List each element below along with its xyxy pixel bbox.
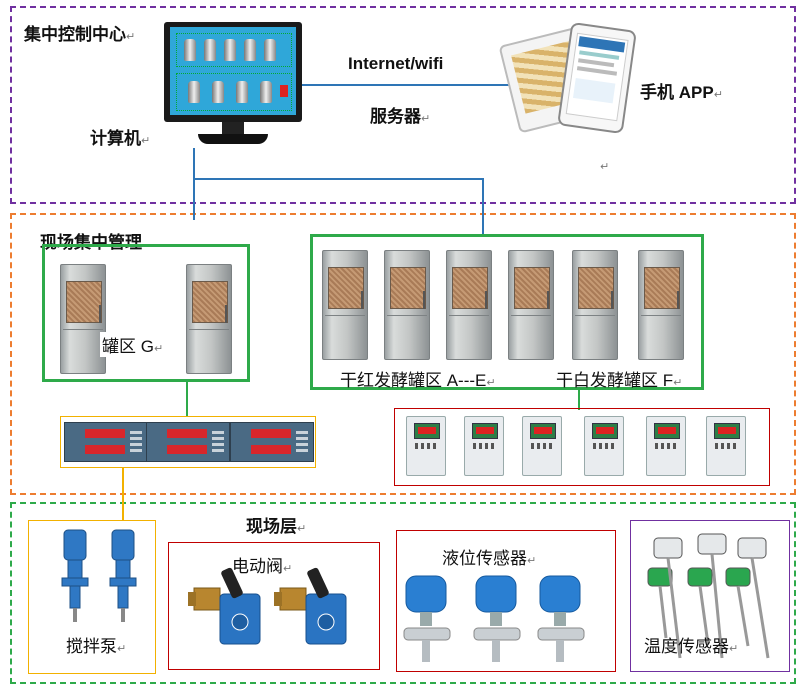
connector-af-to-controllers xyxy=(578,390,580,410)
level-transmitter-icon xyxy=(403,575,585,662)
controller-icon xyxy=(406,416,446,476)
tank-zone-ae-label: 干红发酵罐区 A---E↵ xyxy=(340,371,496,390)
tank-zone-g-label: 罐区 G↵ xyxy=(100,332,166,357)
monitor-icon xyxy=(164,22,302,148)
phone-icon xyxy=(557,21,637,135)
field-layer-title: 现场层↵ xyxy=(246,517,307,536)
monitor-screen xyxy=(170,27,296,115)
central-control-title: 集中控制中心↵ xyxy=(24,25,136,44)
cabinet-icon xyxy=(508,250,554,360)
tablet-icon xyxy=(498,21,637,135)
stirring-pump-box xyxy=(28,520,156,674)
connector-meters-to-pump xyxy=(122,468,124,520)
controller-box xyxy=(394,408,770,486)
controller-icon xyxy=(522,416,562,476)
mobile-app-label: 手机 APP↵ xyxy=(640,83,723,102)
tank-zone-g-box xyxy=(42,244,250,382)
cabinet-icon xyxy=(638,250,684,360)
controller-icon xyxy=(464,416,504,476)
connector-g-to-meters xyxy=(186,382,188,416)
panel-meter-icon xyxy=(64,422,148,462)
panel-meter-box xyxy=(60,416,316,468)
temperature-sensor-box xyxy=(630,520,790,672)
para-mark-central: ↵ xyxy=(600,161,610,173)
cabinet-icon xyxy=(322,250,368,360)
network-line-computer-tablet xyxy=(300,84,510,86)
electric-valve-box xyxy=(168,542,380,670)
pump-icon xyxy=(61,529,137,622)
thermocouple-icon xyxy=(647,533,770,659)
cabinet-icon xyxy=(446,250,492,360)
internet-label: Internet/wifi xyxy=(348,54,444,73)
monitor-stand xyxy=(222,122,244,134)
tank-zone-f-label: 干白发酵罐区 F↵ xyxy=(556,371,683,390)
server-label: 服务器↵ xyxy=(370,107,431,126)
controller-icon xyxy=(646,416,686,476)
cabinet-icon xyxy=(572,250,618,360)
site-management-title: 现场集中管理 xyxy=(40,233,142,252)
valve-icon xyxy=(188,567,347,645)
cabinet-icon xyxy=(384,250,430,360)
field-layer-zone xyxy=(10,502,796,684)
network-line-horizontal xyxy=(193,178,483,180)
tank-zone-af-box xyxy=(310,234,704,390)
controller-icon xyxy=(584,416,624,476)
level-sensor-box xyxy=(396,530,616,672)
computer-label: 计算机↵ xyxy=(90,129,151,148)
site-management-zone xyxy=(10,213,796,495)
central-control-zone xyxy=(10,6,796,204)
cabinet-icon xyxy=(186,264,232,374)
temperature-sensor-label: 温度传感器↵ xyxy=(644,637,739,656)
network-line-to-ae xyxy=(482,178,484,234)
cabinet-icon xyxy=(60,264,106,374)
panel-meter-icon xyxy=(146,422,230,462)
monitor-base xyxy=(198,134,268,144)
network-line-computer-down xyxy=(193,148,195,220)
level-sensor-label: 液位传感器↵ xyxy=(442,549,537,568)
electric-valve-label: 电动阀↵ xyxy=(232,557,293,576)
panel-meter-icon xyxy=(230,422,314,462)
controller-icon xyxy=(706,416,746,476)
stirring-pump-label: 搅拌泵↵ xyxy=(66,637,127,656)
